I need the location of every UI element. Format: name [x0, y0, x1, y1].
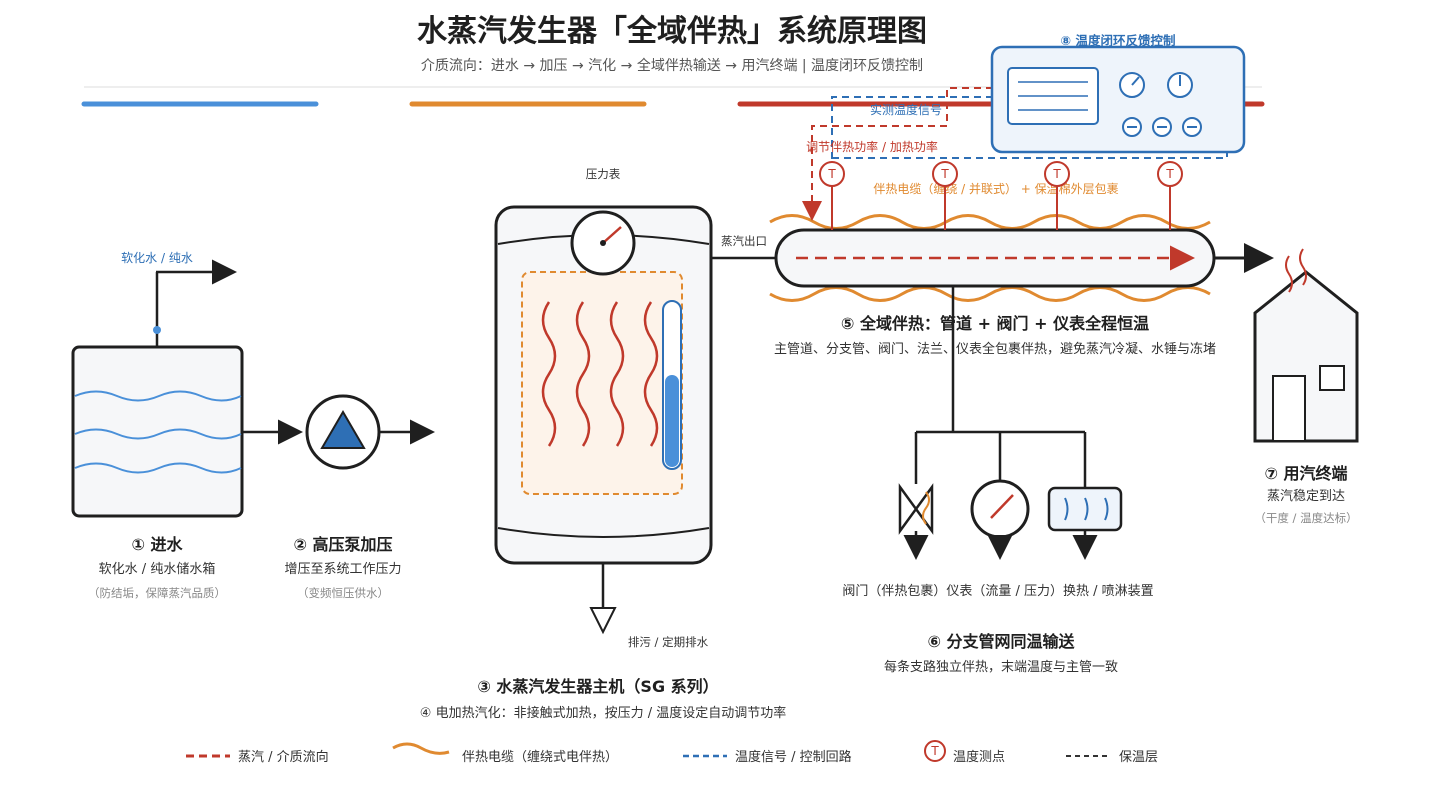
button-row-icon	[1122, 117, 1202, 137]
heat-trace-cable-bottom	[769, 286, 1211, 302]
temperature-sensor-3: T	[1044, 161, 1070, 230]
svg-text:T: T	[1052, 167, 1061, 181]
cable-label: 伴热电缆（缠绕 / 并联式） + 保温棉外层包裹	[873, 181, 1118, 196]
legend-signal-label: 温度信号 / 控制回路	[735, 749, 852, 765]
step2-desc: 增压至系统工作压力	[284, 562, 401, 577]
temperature-sensor-4: T	[1157, 161, 1183, 230]
heat-trace-cable-top	[769, 214, 1211, 230]
page-title: 水蒸汽发生器「全域伴热」系统原理图	[417, 14, 927, 49]
step8-label: ⑧ 温度闭环反馈控制	[1061, 33, 1176, 48]
step3-desc: ④ 电加热汽化：非接触式加热，按压力 / 温度设定自动调节功率	[420, 705, 786, 721]
terminal-building-icon	[1253, 270, 1359, 443]
svg-text:T: T	[940, 167, 949, 181]
step1-note: （防结垢，保障蒸汽品质）	[88, 586, 226, 600]
signal-label: 实测温度信号	[870, 102, 942, 117]
level-gauge-icon	[662, 300, 682, 470]
step6-desc: 每条支路独立伴热，末端温度与主管一致	[884, 659, 1118, 675]
heat-exchanger-icon	[1047, 486, 1123, 560]
control-loop-red	[802, 87, 993, 221]
power-knob-icon	[1167, 72, 1193, 98]
steam-outlet-label: 蒸汽出口	[721, 234, 767, 248]
signal-loop-blue	[831, 96, 993, 162]
control-panel	[990, 45, 1246, 154]
drain-label: 排污 / 定期排水	[628, 635, 709, 649]
pressure-gauge-label: 压力表	[586, 167, 621, 181]
step7-note: （干度 / 温度达标）	[1254, 511, 1357, 525]
step2-label: ② 高压泵加压	[293, 535, 392, 554]
step6-label: ⑥ 分支管网同温输送	[927, 632, 1075, 651]
steam-icon	[1285, 248, 1307, 293]
branch-pipes	[914, 286, 1087, 488]
legend-steam-label: 蒸汽 / 介质流向	[238, 749, 329, 765]
legend: 蒸汽 / 介质流向 伴热电缆（缠绕式电伴热） 温度信号 / 控制回路 T 温度测…	[186, 740, 1158, 765]
flow-meter-icon	[970, 479, 1030, 560]
water-tank	[71, 345, 244, 518]
page-subtitle: 介质流向：进水 → 加压 → 汽化 → 全域伴热输送 → 用汽终端 | 温度闭环…	[421, 57, 923, 74]
step7-desc: 蒸汽稳定到达	[1267, 488, 1345, 504]
legend-cable-icon	[392, 742, 450, 755]
pump-icon	[305, 394, 381, 470]
step1-label: ① 进水	[131, 535, 183, 554]
temperature-sensor-2: T	[932, 161, 958, 230]
pressure-gauge-icon	[570, 210, 636, 276]
branch-labels: 阀门（伴热包裹）仪表（流量 / 压力）换热 / 喷淋装置	[842, 584, 1153, 599]
control-label: 调节伴热功率 / 加热功率	[806, 139, 938, 154]
step3-label: ③ 水蒸汽发生器主机（SG 系列）	[477, 677, 718, 696]
heating-element-icon	[541, 301, 659, 447]
legend-insulation-label: 保温层	[1119, 750, 1158, 765]
inlet-label: 软化水 / 纯水	[121, 251, 193, 265]
inlet-pipe	[153, 259, 237, 347]
step5-desc: 主管道、分支管、阀门、法兰、仪表全包裹伴热，避免蒸汽冷凝、水锤与冻堵	[774, 341, 1216, 357]
svg-text:T: T	[827, 167, 836, 181]
step2-note: （变频恒压供水）	[297, 586, 389, 600]
step7-label: ⑦ 用汽终端	[1264, 464, 1347, 483]
legend-sensor-label: 温度测点	[953, 749, 1005, 765]
valve-icon	[898, 483, 934, 560]
dial-icon	[1119, 72, 1145, 98]
drain-pipe	[589, 563, 617, 635]
temperature-sensor-1: T	[819, 161, 845, 230]
step1-desc: 软化水 / 纯水储水箱	[99, 561, 216, 577]
step5-label: ⑤ 全域伴热：管道 + 阀门 + 仪表全程恒温	[841, 314, 1149, 333]
legend-cable-label: 伴热电缆（缠绕式电伴热）	[462, 749, 618, 765]
svg-text:T: T	[930, 744, 939, 758]
svg-text:T: T	[1165, 167, 1174, 181]
legend-sensor-icon: T	[924, 740, 946, 762]
